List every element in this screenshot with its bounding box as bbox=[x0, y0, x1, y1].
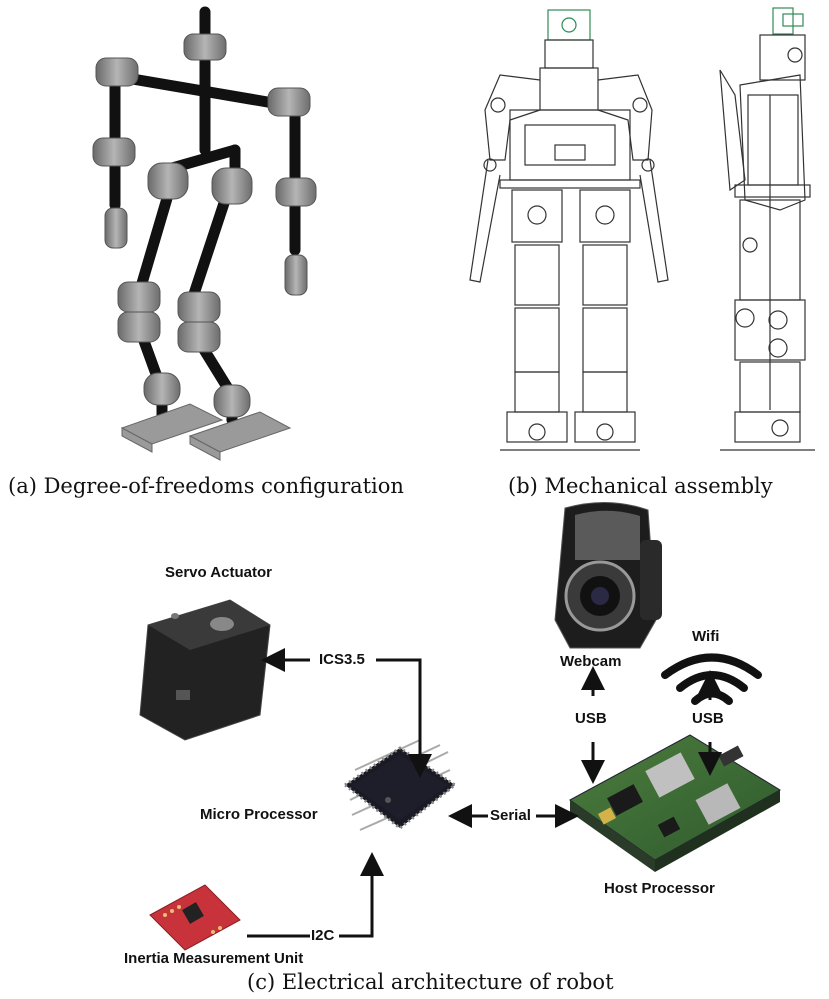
imu-board-image bbox=[149, 884, 241, 951]
label-i2c: I2C bbox=[311, 927, 335, 944]
label-serial: Serial bbox=[490, 807, 531, 824]
caption-b: (b) Mechanical assembly bbox=[508, 474, 773, 498]
label-usb-webcam: USB bbox=[575, 710, 607, 727]
label-host-processor: Host Processor bbox=[604, 880, 715, 897]
caption-a: (a) Degree-of-freedoms configuration bbox=[8, 474, 404, 498]
dof-configuration-figure bbox=[92, 6, 317, 461]
label-wifi: Wifi bbox=[692, 628, 720, 645]
caption-c: (c) Electrical architecture of robot bbox=[247, 970, 614, 994]
servo-actuator-image bbox=[139, 599, 271, 741]
mechanical-assembly-figure bbox=[469, 7, 815, 451]
label-micro-processor: Micro Processor bbox=[200, 806, 318, 823]
label-webcam: Webcam bbox=[560, 653, 622, 670]
label-ics: ICS3.5 bbox=[319, 651, 365, 668]
label-servo-actuator: Servo Actuator bbox=[165, 564, 272, 581]
webcam-image bbox=[554, 502, 662, 649]
label-imu: Inertia Measurement Unit bbox=[124, 950, 304, 967]
host-processor-board-image bbox=[569, 734, 781, 872]
micro-processor-chip-image bbox=[342, 739, 458, 831]
label-usb-wifi: USB bbox=[692, 710, 724, 727]
